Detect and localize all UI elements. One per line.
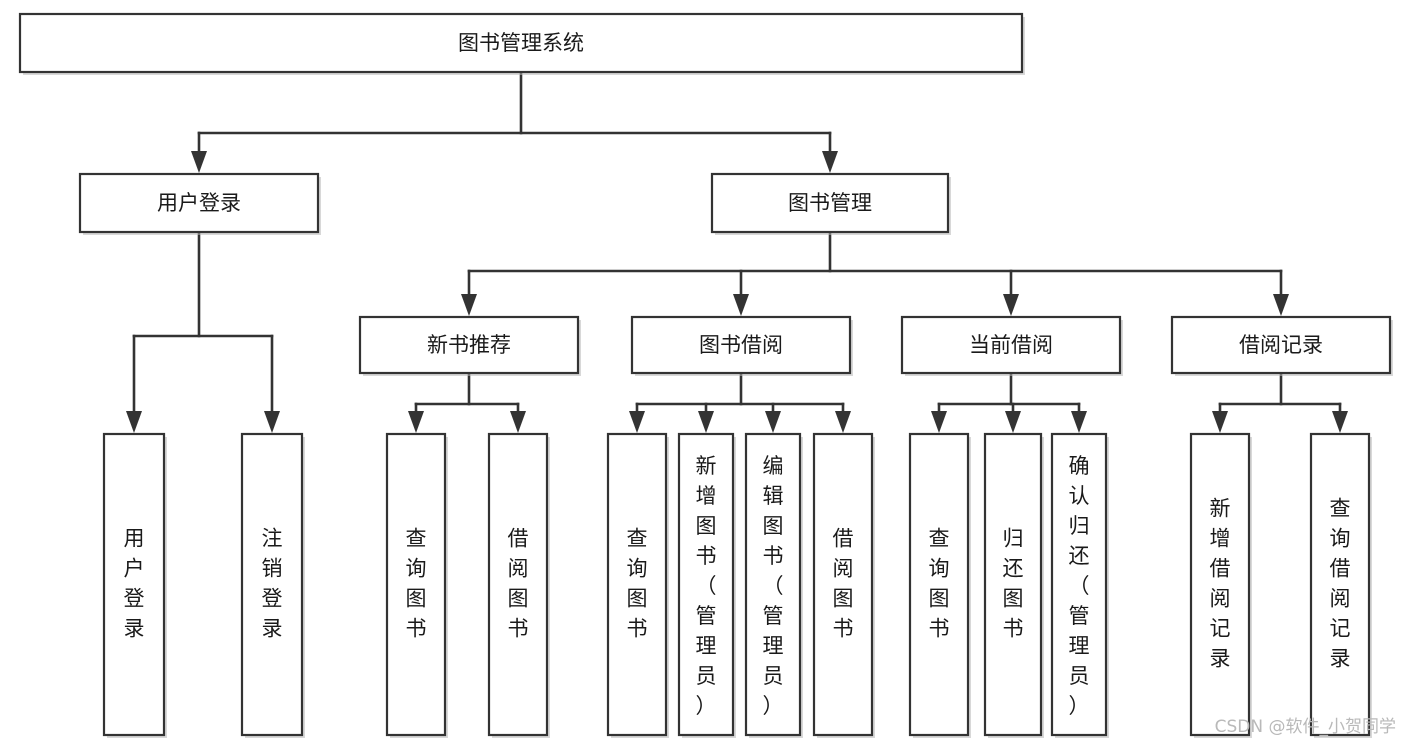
arrowhead-down-icon (408, 411, 424, 433)
nodes-layer: 图书管理系统用户登录图书管理新书推荐图书借阅当前借阅借阅记录用户登录注销登录查询… (18, 12, 1393, 738)
node-rect (240, 432, 304, 737)
node-leaf-confirm-return-admin[interactable]: 确认归还（管理员） (1050, 432, 1109, 738)
node-label: 查询图书 (406, 527, 427, 641)
node-rect (677, 432, 735, 737)
node-label: 查询借阅记录 (1330, 497, 1351, 671)
node-rect (900, 315, 1122, 375)
arrowhead-down-icon (1003, 294, 1019, 316)
node-rect (744, 432, 802, 737)
node-label: 新增图书（管理员） (696, 454, 717, 718)
node-current-borrow[interactable]: 当前借阅 (900, 315, 1123, 376)
node-rect (908, 432, 970, 737)
node-rect (983, 432, 1043, 737)
node-leaf-query-book-3[interactable]: 查询图书 (908, 432, 971, 738)
node-book-manage[interactable]: 图书管理 (710, 172, 951, 235)
node-rect (1170, 315, 1392, 375)
node-label: 图书借阅 (699, 333, 783, 357)
arrowhead-down-icon (835, 411, 851, 433)
node-label: 借阅记录 (1239, 333, 1323, 357)
arrowhead-down-icon (629, 411, 645, 433)
arrowhead-down-icon (126, 411, 142, 433)
node-label: 注销登录 (262, 527, 283, 641)
arrowhead-down-icon (1005, 411, 1021, 433)
node-label: 查询图书 (929, 527, 950, 641)
node-label: 用户登录 (124, 527, 145, 641)
node-label: 图书管理系统 (458, 31, 584, 55)
arrowhead-down-icon (931, 411, 947, 433)
node-leaf-add-borrow-record[interactable]: 新增借阅记录 (1189, 432, 1252, 738)
node-leaf-add-book-admin[interactable]: 新增图书（管理员） (677, 432, 736, 738)
node-leaf-query-book-2[interactable]: 查询图书 (606, 432, 669, 738)
node-rect (102, 432, 166, 737)
node-rect (812, 432, 874, 737)
node-rect (385, 432, 447, 737)
node-label: 用户登录 (157, 191, 241, 215)
arrowhead-down-icon (733, 294, 749, 316)
node-label: 借阅图书 (508, 527, 529, 641)
node-leaf-return-book[interactable]: 归还图书 (983, 432, 1044, 738)
csdn-watermark: CSDN @软件_小贺同学 (1215, 717, 1396, 737)
node-leaf-user-login[interactable]: 用户登录 (102, 432, 167, 738)
node-new-book-recommend[interactable]: 新书推荐 (358, 315, 581, 376)
arrowhead-down-icon (1332, 411, 1348, 433)
arrowhead-down-icon (1273, 294, 1289, 316)
arrowhead-down-icon (698, 411, 714, 433)
node-rect (78, 172, 320, 234)
node-label: 查询图书 (627, 527, 648, 641)
node-rect (487, 432, 549, 737)
node-leaf-borrow-book-1[interactable]: 借阅图书 (487, 432, 550, 738)
arrowhead-down-icon (1071, 411, 1087, 433)
node-rect (1309, 432, 1371, 737)
node-rect (358, 315, 580, 375)
arrowhead-down-icon (264, 411, 280, 433)
node-rect (18, 12, 1024, 74)
node-label: 新增借阅记录 (1210, 497, 1231, 671)
arrowhead-down-icon (510, 411, 526, 433)
node-label: 确认归还（管理员） (1069, 454, 1090, 718)
node-rect (1050, 432, 1108, 737)
node-book-borrow[interactable]: 图书借阅 (630, 315, 853, 376)
node-leaf-query-book-1[interactable]: 查询图书 (385, 432, 448, 738)
arrowhead-down-icon (461, 294, 477, 316)
arrowhead-down-icon (765, 411, 781, 433)
arrowhead-down-icon (822, 151, 838, 173)
node-rect (1189, 432, 1251, 737)
node-leaf-query-borrow-record[interactable]: 查询借阅记录 (1309, 432, 1372, 738)
node-leaf-user-logout[interactable]: 注销登录 (240, 432, 305, 738)
node-root[interactable]: 图书管理系统 (18, 12, 1025, 75)
node-rect (606, 432, 668, 737)
node-label: 归还图书 (1003, 527, 1024, 641)
node-leaf-edit-book-admin[interactable]: 编辑图书（管理员） (744, 432, 803, 738)
node-leaf-borrow-book-2[interactable]: 借阅图书 (812, 432, 875, 738)
arrowhead-down-icon (191, 151, 207, 173)
arrowhead-down-icon (1212, 411, 1228, 433)
node-label: 新书推荐 (427, 333, 511, 357)
node-label: 图书管理 (788, 191, 872, 215)
connector-lines-layer (126, 70, 1348, 433)
node-borrow-record[interactable]: 借阅记录 (1170, 315, 1393, 376)
node-rect (710, 172, 950, 234)
node-label: 编辑图书（管理员） (763, 454, 784, 718)
node-label: 借阅图书 (833, 527, 854, 641)
node-user-login[interactable]: 用户登录 (78, 172, 321, 235)
node-rect (630, 315, 852, 375)
node-label: 当前借阅 (969, 333, 1053, 357)
